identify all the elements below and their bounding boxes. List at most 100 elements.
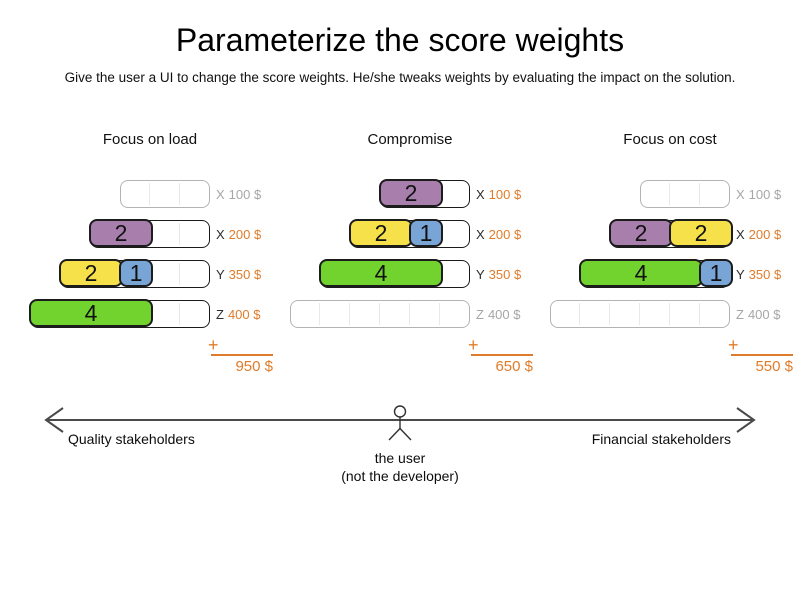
weight-track: 4 (29, 299, 210, 328)
cell-divider-line (579, 303, 580, 325)
cell-divider-line (179, 303, 180, 325)
weight-track (550, 300, 730, 328)
row-label-price: 350 $ (488, 267, 522, 282)
row-label-letter: Z (216, 307, 224, 322)
cell-divider-line (409, 303, 410, 325)
total-value: 950 $ (235, 358, 273, 375)
stakeholder-axis (44, 405, 756, 441)
row-label-letter: Y (476, 267, 485, 282)
row-label-letter: X (476, 187, 485, 202)
weight-track: 4 (319, 259, 470, 288)
slide-title: Parameterize the score weights (175, 22, 625, 58)
cell-divider-line (699, 303, 700, 325)
arrowhead-right-icon (736, 407, 756, 433)
row-label-letter: Y (216, 267, 225, 282)
row-label-price: 100 $ (488, 187, 522, 202)
weight-block: 4 (319, 259, 443, 287)
row-label-letter: Y (736, 267, 745, 282)
row-label-letter: Z (476, 307, 484, 322)
weight-track: 2 (89, 219, 210, 248)
row-label-price: 350 $ (228, 267, 262, 282)
arrowhead-left-icon (44, 407, 64, 433)
user-label: the user (374, 450, 426, 466)
weight-block: 2 (349, 219, 413, 247)
weight-block: 2 (379, 179, 443, 207)
cell-divider-line (639, 303, 640, 325)
axis-left-label: Quality stakeholders (68, 431, 195, 447)
cell-divider-line (699, 183, 700, 205)
plus-sign: + (468, 335, 479, 355)
row-label-letter: X (216, 187, 225, 202)
slide-subtitle: Give the user a UI to change the score w… (64, 70, 736, 85)
row-label-price: 400 $ (227, 307, 261, 322)
cell-divider-line (179, 263, 180, 285)
row-label-letter: X (476, 227, 485, 242)
total-value: 550 $ (755, 358, 793, 375)
weight-track (640, 180, 730, 208)
column-header: Focus on load (102, 131, 198, 148)
row-label-price: 400 $ (487, 307, 521, 322)
user-sublabel: (not the developer) (341, 468, 459, 484)
plus-sign: + (728, 335, 739, 355)
total-value: 650 $ (495, 358, 533, 375)
cell-divider-line (149, 183, 150, 205)
weight-block: 4 (29, 299, 153, 327)
weight-track: 2 (379, 179, 470, 208)
cell-divider-line (379, 303, 380, 325)
weight-block: 2 (89, 219, 153, 247)
cell-divider-line (179, 223, 180, 245)
row-label-price: 200 $ (488, 227, 522, 242)
weight-track (290, 300, 470, 328)
cell-divider-line (669, 303, 670, 325)
weight-block: 2 (669, 219, 733, 247)
row-label-letter: X (216, 227, 225, 242)
weight-block: 2 (609, 219, 673, 247)
cell-divider-line (439, 303, 440, 325)
weight-block: 1 (119, 259, 153, 287)
row-label-price: 200 $ (748, 227, 782, 242)
sum-line (731, 354, 793, 356)
plus-sign: + (208, 335, 219, 355)
user-stick-figure-icon (388, 405, 412, 441)
weight-track (120, 180, 210, 208)
cell-divider-line (179, 183, 180, 205)
row-label-price: 200 $ (228, 227, 262, 242)
row-label-price: 350 $ (748, 267, 782, 282)
column-header: Focus on cost (623, 131, 717, 148)
weight-block: 1 (409, 219, 443, 247)
axis-right-label: Financial stakeholders (591, 431, 731, 447)
sum-line (471, 354, 533, 356)
sum-line (211, 354, 273, 356)
weight-block: 2 (59, 259, 123, 287)
row-label-letter: X (736, 227, 745, 242)
weight-block: 1 (699, 259, 733, 287)
weight-block: 4 (579, 259, 703, 287)
row-label-letter: Z (736, 307, 744, 322)
cell-divider-line (319, 303, 320, 325)
